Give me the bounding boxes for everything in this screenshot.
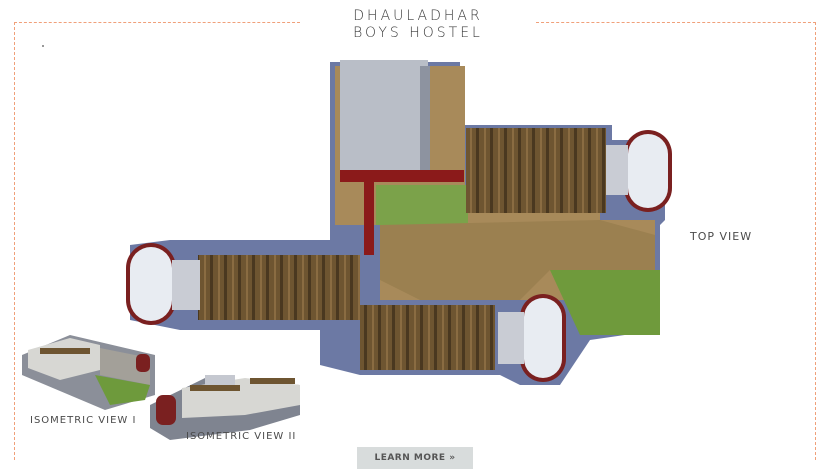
top-view-label: TOP VIEW	[690, 230, 753, 243]
learn-more-button[interactable]: LEARN MORE »	[357, 447, 473, 469]
isometric-view-2-label: ISOMETRIC VIEW II	[186, 431, 297, 442]
frame-border-right	[815, 22, 816, 460]
frame-border-top-right	[536, 22, 816, 23]
title-line-2: BOYS HOSTEL	[353, 25, 483, 41]
frame-border-left	[14, 22, 15, 460]
title-line-1: DHAULADHAR	[353, 8, 483, 24]
isometric-view-2-thumbnail	[150, 375, 300, 440]
page-title: DHAULADHAR BOYS HOSTEL	[300, 8, 536, 42]
isometric-view-1-label: ISOMETRIC VIEW I	[30, 415, 137, 426]
frame-border-top-left	[14, 22, 300, 23]
decorative-dot	[42, 45, 44, 47]
isometric-view-1-thumbnail	[22, 335, 155, 410]
